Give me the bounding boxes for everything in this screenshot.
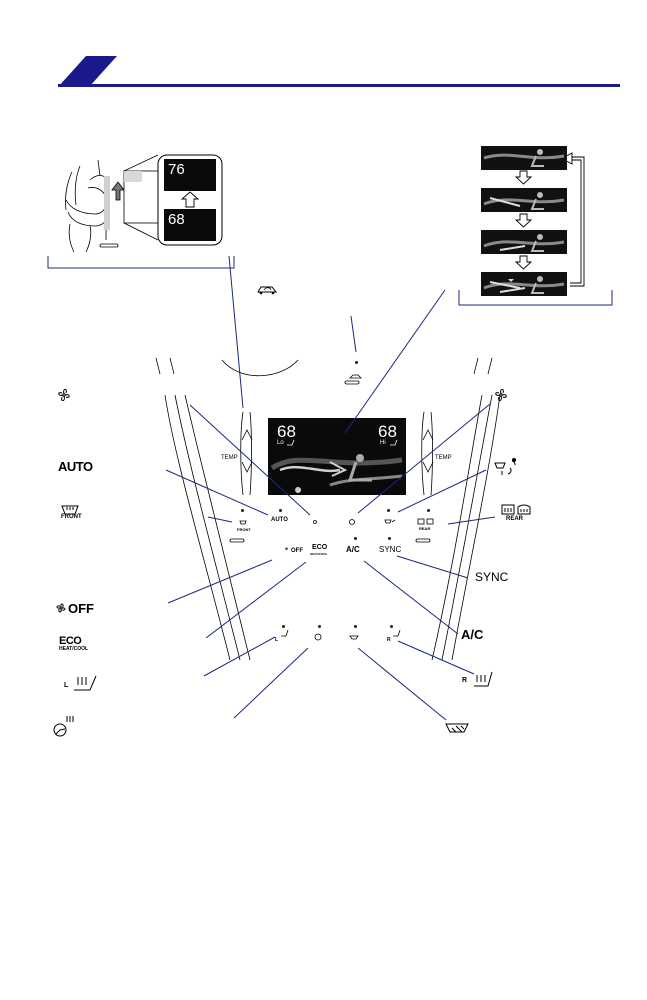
leader-lines: [165, 255, 496, 721]
ac-callout: A/C: [461, 627, 484, 642]
upper-temp-value: 76: [168, 161, 185, 178]
temp-adjust-inset: [47, 154, 235, 269]
right-temp-mode: Hi: [380, 440, 386, 446]
rear-defrost-icon: [501, 504, 531, 515]
left-temp-value: 68: [277, 422, 296, 441]
panel-seat-right-button[interactable]: R: [387, 637, 391, 643]
recirculation-icon: [349, 374, 362, 379]
rear-callout: REAR: [506, 516, 524, 522]
seat-right-callout: R: [462, 677, 468, 684]
mode-cycle-inset: [458, 152, 613, 306]
mode-icon: [494, 458, 516, 475]
sync-callout: SYNC: [475, 570, 509, 584]
left-temp-mode: Lo: [277, 440, 284, 446]
mode-screens: [481, 146, 567, 296]
ac-indicator: [354, 537, 357, 540]
auto-indicator: [279, 509, 282, 512]
right-temp-label: TEMP: [435, 455, 452, 461]
panel-off-button[interactable]: OFF: [291, 548, 303, 554]
panel-small-icons: [239, 518, 434, 641]
eco-callout: ECO: [59, 635, 82, 647]
front-callout: FRONT: [61, 514, 82, 520]
panel-auto-button[interactable]: AUTO: [271, 517, 288, 523]
header-rule: [58, 84, 620, 87]
front-defrost-indicator: [241, 509, 244, 512]
right-temp-value: 68: [378, 422, 397, 441]
upper-temp-screen: [164, 159, 216, 191]
seat-left-indicator: [282, 625, 285, 628]
lower-temp-value: 68: [168, 211, 185, 228]
windshield-heater-icon: [445, 723, 469, 733]
fan-icon: [495, 388, 507, 402]
fan-icon: [56, 603, 66, 613]
windshield-heater-indicator: [354, 625, 357, 628]
up-hollow-arrow-icon: [180, 191, 200, 208]
seat-heater-icon: [74, 675, 97, 691]
recirculation-icon: [257, 286, 278, 295]
lower-temp-screen: [164, 209, 216, 241]
up-arrow-icon: [111, 181, 125, 201]
steering-heater-icon: [53, 716, 74, 737]
center-display: [268, 418, 406, 495]
fan-off-callout: OFF: [68, 601, 94, 616]
panel-front-button[interactable]: FRONT: [237, 527, 251, 532]
fan-icon: [58, 388, 70, 402]
rear-defrost-indicator: [427, 509, 430, 512]
auto-callout: AUTO: [58, 459, 93, 474]
panel-ac-button[interactable]: A/C: [346, 545, 360, 554]
front-defrost-icon: [61, 505, 79, 515]
mode-indicator: [387, 509, 390, 512]
panel-rear-button[interactable]: REAR: [419, 526, 431, 531]
panel-eco-sub: HEAT/COOL: [310, 552, 328, 556]
panel-sync-button[interactable]: SYNC: [379, 545, 402, 554]
recirculation-indicator: [355, 361, 358, 364]
sync-indicator: [388, 537, 391, 540]
header-tab: [58, 56, 117, 87]
console-panel: [155, 357, 501, 661]
panel-seat-left-button[interactable]: L: [275, 637, 279, 643]
left-temp-label: TEMP: [221, 455, 238, 461]
seat-heater-icon: [474, 671, 493, 687]
steering-heater-indicator: [318, 625, 321, 628]
seat-right-indicator: [390, 625, 393, 628]
eco-sub-callout: HEAT/COOL: [59, 646, 89, 652]
seat-left-callout: L: [64, 682, 69, 689]
panel-eco-button[interactable]: ECO: [312, 544, 328, 551]
